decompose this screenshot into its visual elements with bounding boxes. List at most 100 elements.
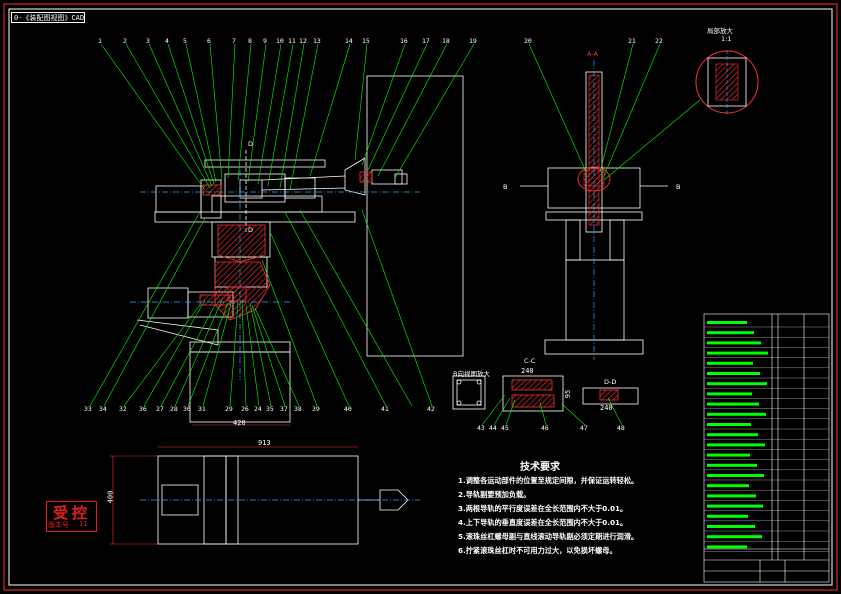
section-leaders [481,394,623,426]
callout-40: 40 [344,405,352,413]
parts-row-text [707,484,749,488]
sheet-tag: 0-《装配图视图》CAD-图纸页 [11,12,85,23]
callout-42: 42 [427,405,435,413]
callout-47: 47 [580,424,588,432]
stamp-number: 11 [79,520,88,528]
stamp-label: 版本号 [48,521,69,529]
parts-row-text [707,423,751,426]
parts-row-text [707,504,763,508]
parts-row-text [707,474,764,477]
callout-20: 20 [524,37,532,45]
callout-12: 12 [299,37,307,45]
callout-6: 6 [207,37,211,45]
callout-27: 27 [156,405,164,413]
callout-37: 37 [280,405,288,413]
parts-row-text [707,321,747,324]
parts-row-text [707,453,750,457]
tech-line-6: 6.拧紧滚珠丝杠时不可用力过大，以免损坏螺母。 [458,546,617,555]
callout-44: 44 [489,424,497,432]
label-b-right: B [676,183,681,191]
callout-24: 24 [254,405,262,413]
tech-line-2: 2.导轨副要预加负载。 [458,490,531,499]
parts-row-text [707,372,760,375]
tech-line-1: 1.调整各运动部件的位置至规定间隙，并保证运转轻松。 [458,476,639,485]
callout-22: 22 [655,37,663,45]
controlled-stamp: 受控 版本号 11 [46,501,97,532]
callout-1: 1 [98,37,102,45]
stamp-title: 受控 [53,504,92,522]
plan-dims [110,424,358,545]
label-detail: 局部放大 [707,27,733,35]
label-small-view: B向视图放大 [453,370,490,378]
parts-row-text [707,382,767,386]
callout-35: 35 [266,405,274,413]
parts-row-text [707,351,768,355]
callout-46: 46 [541,424,549,432]
callout-13: 13 [313,37,321,45]
callout-32: 32 [119,405,127,413]
parts-row-text [707,402,759,406]
callout-21: 21 [628,37,636,45]
parts-row-text [707,463,757,467]
callout-28: 28 [170,405,178,413]
callout-39: 39 [312,405,320,413]
callout-7: 7 [232,37,236,45]
tech-line-5: 5.滚珠丝杠螺母副与直线滚动导轨副必须定期进行润滑。 [458,532,639,541]
parts-row-text [707,361,753,365]
callout-8: 8 [248,37,252,45]
callout-41: 41 [381,405,389,413]
callout-10: 10 [276,37,284,45]
dim-section-dd-width: 240 [600,404,613,412]
parts-row-text [707,494,756,498]
label-detail-scale: 1:1 [721,35,732,43]
callout-15: 15 [362,37,370,45]
parts-row-text [707,433,758,437]
dim-plan-width: 913 [258,439,271,447]
label-b-left: B [503,183,508,191]
callout-45: 45 [501,424,509,432]
parts-row-text [707,443,765,447]
front-centerlines [130,170,420,380]
parts-row-text [707,341,761,345]
parts-list [703,313,830,583]
callout-18: 18 [442,37,450,45]
callout-36: 36 [139,405,147,413]
callout-17: 17 [422,37,430,45]
section-dd [582,387,639,405]
hole-pattern-view [452,375,486,410]
callout-3: 3 [146,37,150,45]
parts-row-text [707,514,748,518]
callout-33: 33 [84,405,92,413]
parts-row-text [707,545,747,549]
parts-row-text [707,412,766,416]
callout-5: 5 [183,37,187,45]
callout-38: 38 [294,405,302,413]
label-view-a: A-A [587,50,598,58]
callout-19: 19 [469,37,477,45]
front-leaders [89,43,475,407]
callout-11: 11 [288,37,296,45]
section-cc [502,375,564,412]
dim-section-cc-width: 240 [521,367,534,375]
parts-row-text [707,525,755,528]
label-section-cc: C-C [524,357,536,365]
label-d-left: D [248,140,254,148]
callout-2: 2 [123,37,127,45]
callout-31: 31 [198,405,206,413]
callout-43: 43 [477,424,485,432]
front-hatch [199,171,373,321]
callout-26: 26 [241,405,249,413]
callout-16: 16 [400,37,408,45]
callout-48: 48 [617,424,625,432]
parts-row-text [707,535,762,539]
callout-34: 34 [99,405,107,413]
parts-rows [704,321,829,552]
tech-line-3: 3.两根导轨的平行度误差在全长范围内不大于0.01。 [458,504,628,513]
callout-29: 29 [225,405,233,413]
parts-row-text [707,331,754,335]
label-section-dd: D-D [604,378,617,386]
inner-frame [8,8,833,586]
callout-30: 30 [183,405,191,413]
outer-frame [3,3,838,591]
